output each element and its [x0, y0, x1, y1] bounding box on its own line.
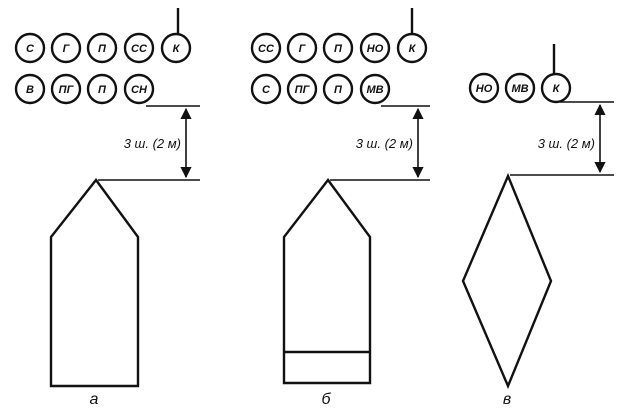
panel-c: НО МВ К 3 ш. (2 м) в — [461, 44, 614, 408]
dimension-label: 3 ш. (2 м) — [538, 136, 595, 151]
signal-circle: П — [322, 32, 354, 64]
circle-label: МВ — [511, 83, 528, 95]
circle-label: ПГ — [295, 84, 311, 96]
circle-label: С — [26, 43, 35, 55]
circle-row-1: С Г П СС К — [14, 32, 192, 64]
diamond-shape — [461, 172, 553, 390]
signal-circle: ПГ — [50, 73, 82, 105]
signal-circle: ПГ — [286, 73, 318, 105]
circle-row-2: В ПГ П СН — [14, 73, 155, 105]
dimension-label: 3 ш. (2 м) — [356, 136, 413, 151]
circle-label: П — [98, 84, 107, 96]
caption: в — [503, 391, 511, 408]
signal-circle: НО — [468, 72, 500, 104]
circle-row-2: С ПГ П МВ — [250, 73, 391, 105]
signal-circle: Г — [286, 32, 318, 64]
circle-label: П — [98, 43, 107, 55]
circle-label: К — [409, 43, 417, 55]
signal-circle: СС — [123, 32, 155, 64]
caption: а — [90, 391, 99, 408]
circle-label: П — [334, 84, 343, 96]
dimension-label: 3 ш. (2 м) — [124, 136, 181, 151]
circle-label: В — [26, 84, 34, 96]
circle-label: СС — [131, 43, 148, 55]
circle-label: НО — [476, 83, 493, 95]
circle-row-1: СС Г П НО К — [250, 32, 428, 64]
circle-label: С — [262, 84, 271, 96]
signal-circle: К — [160, 32, 192, 64]
panel-b: СС Г П НО К С ПГ П МВ 3 ш. (2 м) б — [250, 8, 430, 408]
circle-label: Г — [299, 43, 307, 55]
circle-label: НО — [367, 43, 384, 55]
circle-label: МВ — [366, 84, 383, 96]
signal-circle: МВ — [359, 73, 391, 105]
signal-circle: П — [86, 32, 118, 64]
pentagon-shape — [49, 178, 140, 388]
circle-label: К — [553, 83, 561, 95]
circle-label: К — [173, 43, 181, 55]
signal-circle: СН — [123, 73, 155, 105]
caption: б — [322, 391, 332, 408]
signal-circle: П — [322, 73, 354, 105]
circle-label: ПГ — [59, 84, 75, 96]
signal-circle: Г — [50, 32, 82, 64]
panel-a: С Г П СС К В ПГ П СН 3 ш. (2 м) а — [14, 8, 200, 408]
circle-row-1: НО МВ К — [468, 72, 572, 104]
signal-circle: СС — [250, 32, 282, 64]
circle-label: Г — [63, 43, 71, 55]
signal-circle: В — [14, 73, 46, 105]
pentagon-shape — [282, 178, 372, 385]
signal-circle: К — [396, 32, 428, 64]
signal-circle: С — [14, 32, 46, 64]
circle-label: П — [334, 43, 343, 55]
signal-circle: П — [86, 73, 118, 105]
circle-label: СС — [258, 43, 275, 55]
signal-circle: НО — [359, 32, 391, 64]
circle-label: СН — [131, 84, 148, 96]
signal-circle: К — [540, 72, 572, 104]
signal-circle: С — [250, 73, 282, 105]
signal-circle: МВ — [504, 72, 536, 104]
